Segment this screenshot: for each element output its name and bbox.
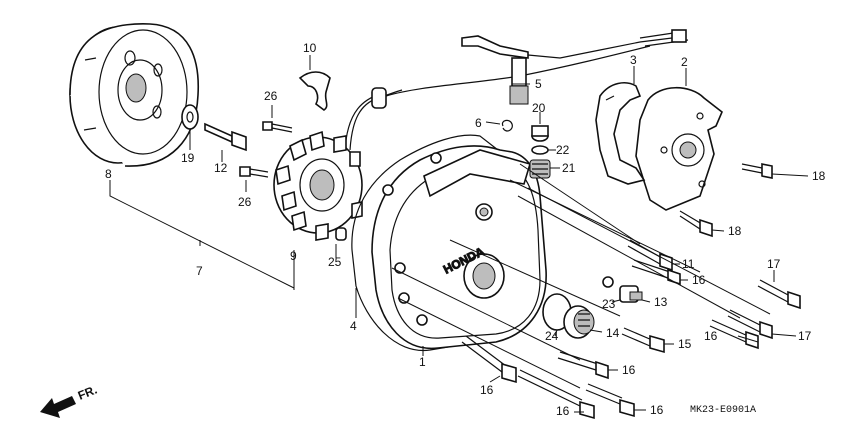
- wire-grommet: [371, 87, 387, 109]
- front-label: FR.: [76, 383, 99, 403]
- sprocket-cover: [635, 87, 723, 211]
- bolt-16-c: [557, 351, 609, 380]
- callout-16-f: 16: [650, 403, 664, 417]
- callout-5: 5: [535, 77, 542, 91]
- callout-25: 25: [328, 255, 342, 269]
- callout-19: 19: [181, 151, 195, 165]
- callout-14: 14: [606, 326, 620, 340]
- callout-6: 6: [475, 116, 482, 130]
- callout-22: 22: [556, 143, 570, 157]
- o-ring-23: [602, 276, 614, 288]
- guide-plate: [595, 82, 646, 185]
- wire-clamp: [298, 71, 331, 111]
- callout-2: 2: [681, 55, 688, 69]
- bolt-17-upper: [757, 279, 801, 310]
- callout-17-a: 17: [767, 257, 781, 271]
- callout-16-e: 16: [556, 404, 570, 418]
- callout-3: 3: [630, 53, 637, 67]
- callout-4: 4: [350, 319, 357, 333]
- sensor-bracket: [461, 29, 689, 105]
- front-arrow-icon: [40, 396, 76, 418]
- timing-cap-14: [563, 305, 595, 339]
- callout-26-b: 26: [238, 195, 252, 209]
- plug-13: [619, 285, 643, 303]
- callout-16-c: 16: [622, 363, 636, 377]
- screw-upper: [262, 121, 293, 133]
- callout-16-b: 16: [704, 329, 718, 343]
- bolt-16-e: [517, 369, 595, 420]
- callouts: 1 2 3 4 5 6 7 8 9 10 11 12 13 14 15 16 1…: [105, 41, 826, 418]
- dowel-pin: [335, 227, 347, 241]
- callout-18-b: 18: [728, 224, 742, 238]
- callout-21: 21: [562, 161, 576, 175]
- callout-24: 24: [545, 329, 559, 343]
- filter-21: [529, 159, 551, 179]
- screw-lower: [239, 166, 269, 178]
- callout-26-a: 26: [264, 89, 278, 103]
- bolt-18-upper: [741, 163, 773, 179]
- bolt-16-d: [461, 335, 517, 384]
- bolt-18-lower: [679, 210, 713, 238]
- callout-17-b: 17: [798, 329, 812, 343]
- callout-9: 9: [290, 249, 297, 263]
- bolt-17-lower: [727, 309, 773, 340]
- diagram-code: MK23-E0901A: [690, 405, 756, 416]
- bolt-15: [621, 327, 665, 354]
- flywheel-bolt: [204, 122, 247, 152]
- callout-7: 7: [196, 264, 203, 278]
- flywheel: [69, 23, 200, 167]
- callout-1: 1: [419, 355, 426, 369]
- plug-20: [531, 125, 549, 142]
- callout-11: 11: [682, 257, 695, 271]
- bolt-16-f: [585, 383, 635, 418]
- callout-18-a: 18: [812, 169, 826, 183]
- callout-12: 12: [214, 161, 228, 175]
- callout-16-a: 16: [692, 273, 706, 287]
- callout-15: 15: [678, 337, 692, 351]
- callout-23: 23: [602, 297, 616, 311]
- o-ring-22: [531, 145, 549, 155]
- callout-16-d: 16: [480, 383, 494, 397]
- front-direction-marker: FR.: [40, 383, 99, 418]
- leader-lines: [109, 55, 809, 413]
- washer: [181, 104, 199, 130]
- clip: [501, 119, 513, 132]
- callout-10: 10: [303, 41, 317, 55]
- callout-13: 13: [654, 295, 668, 309]
- callout-20: 20: [532, 101, 546, 115]
- crankcase-cover: HONDA: [351, 134, 547, 352]
- callout-8: 8: [105, 167, 112, 181]
